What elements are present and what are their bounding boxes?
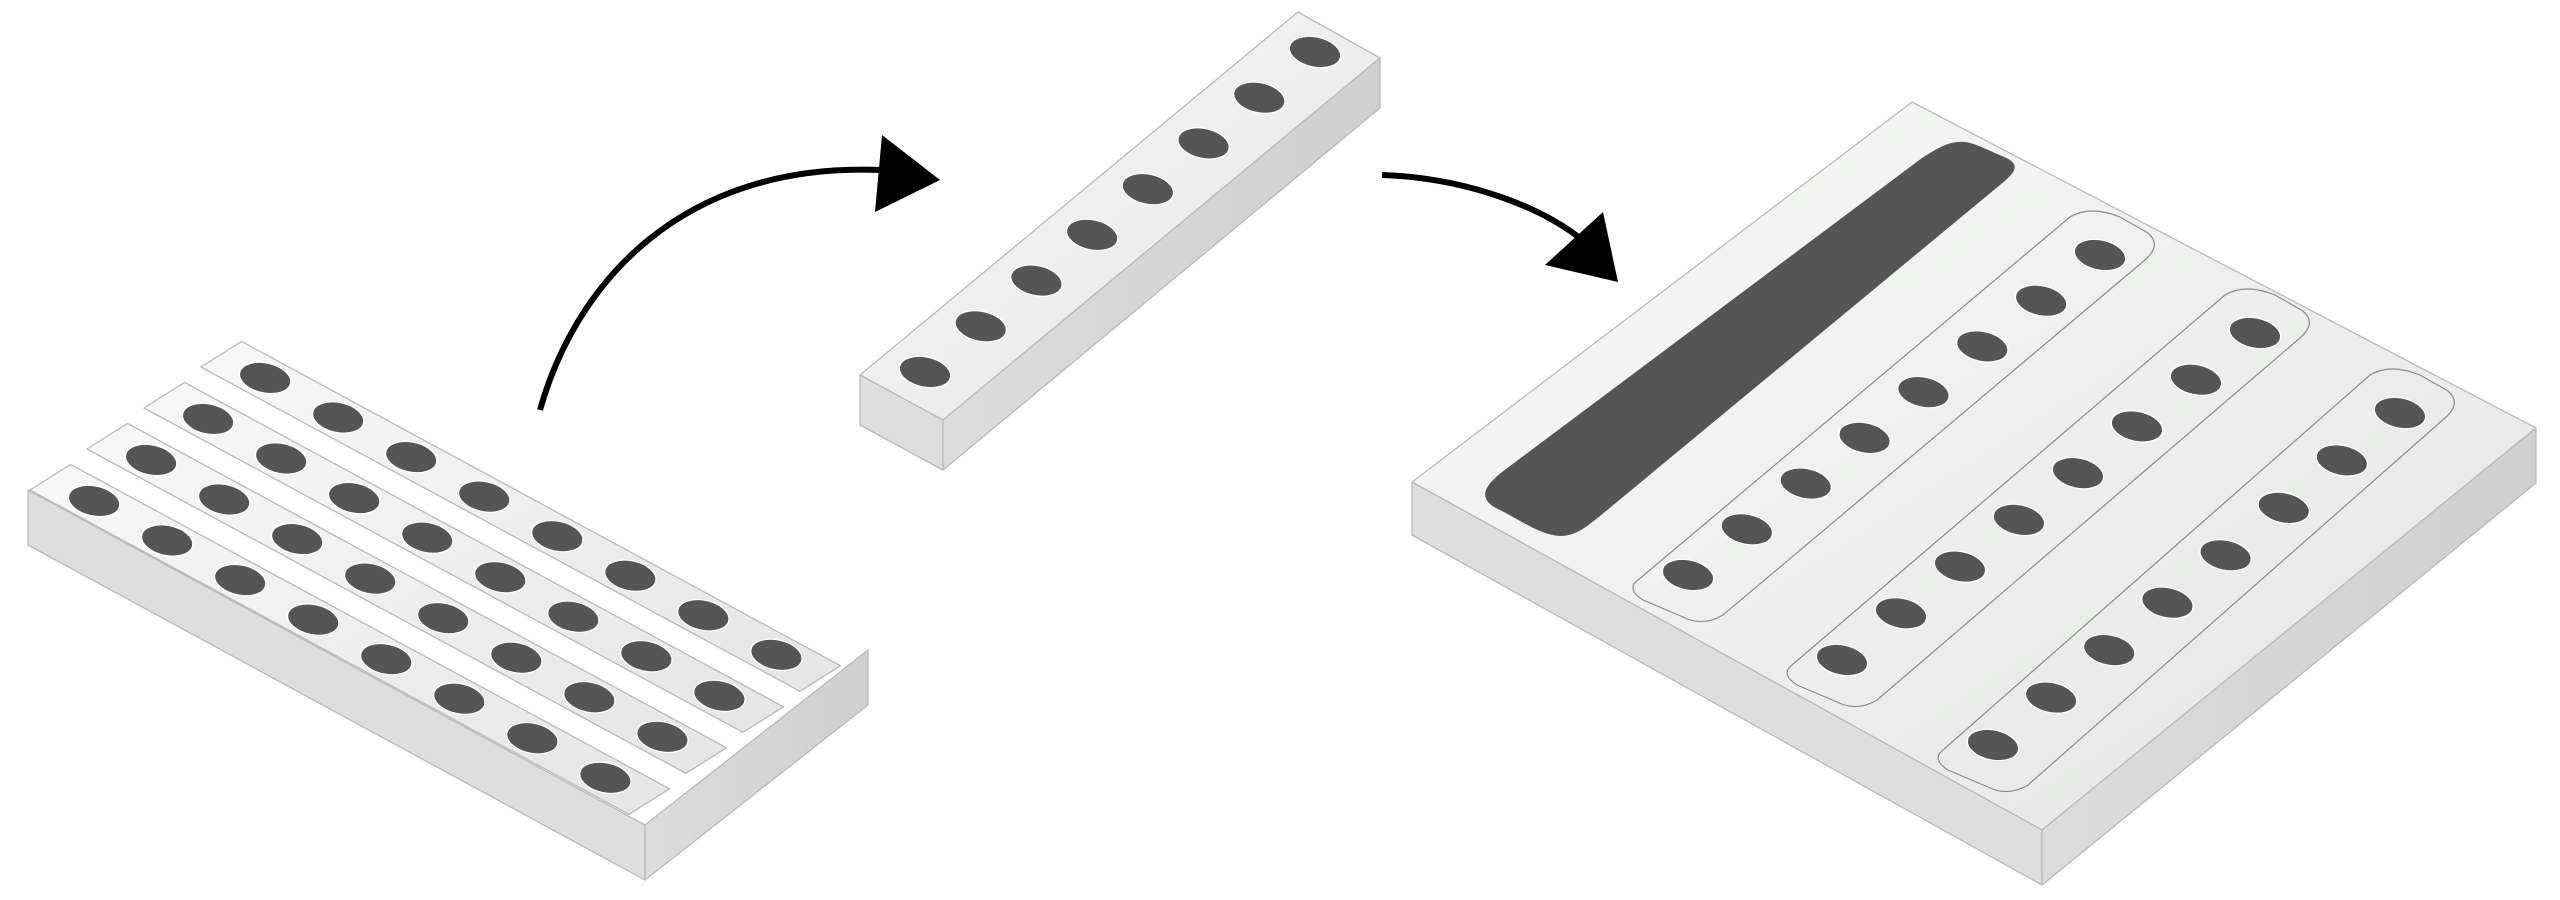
left-strip — [86, 422, 728, 774]
left-plate-strips — [29, 340, 842, 815]
slot-well — [1992, 503, 2046, 537]
reservoir-plate — [1411, 101, 2537, 886]
left-strip-well — [254, 442, 308, 475]
reservoir-plate-slot — [1937, 368, 2455, 793]
slot-well — [1838, 421, 1891, 455]
reservoir-plate-slot — [1632, 210, 2155, 623]
left-strip-well — [547, 600, 600, 633]
left-strip-well — [124, 443, 178, 477]
slot-well — [1897, 375, 1950, 409]
left-strip-well — [270, 522, 324, 556]
left-strip — [29, 463, 671, 815]
left-strip-well — [360, 642, 413, 676]
left-strip-top — [200, 340, 842, 692]
single-strip-well — [1010, 264, 1063, 297]
reservoir-plate-slots — [1632, 210, 2455, 793]
reservoir-trough — [1485, 141, 2015, 536]
arrow-right-head — [1545, 212, 1618, 282]
left-strip-well — [311, 401, 365, 434]
left-strip-well — [490, 641, 543, 674]
slot-well — [2228, 316, 2282, 350]
slot-well — [1933, 550, 1987, 583]
left-strip-well — [327, 481, 381, 515]
slot-well — [2199, 539, 2252, 572]
slot-well — [1720, 513, 1774, 546]
left-plate-right-side — [644, 649, 869, 881]
left-strip-well — [238, 361, 292, 395]
left-strip-top — [86, 422, 728, 774]
left-strip — [200, 340, 842, 692]
slot-well — [1956, 330, 2009, 363]
left-strip-well — [197, 483, 251, 516]
slot-well — [1779, 467, 1832, 500]
left-strip-well — [563, 681, 616, 714]
single-strip-well — [1177, 127, 1230, 160]
left-strip-well — [213, 563, 267, 597]
slot-well — [2257, 491, 2310, 525]
slot-outline — [1632, 210, 2155, 623]
left-strip-well — [604, 559, 657, 592]
slot-well — [2373, 396, 2427, 430]
slot-well — [2073, 238, 2127, 272]
arrow-right-curve — [1381, 172, 1591, 248]
left-strip-well — [474, 560, 527, 594]
left-strip-well — [401, 521, 454, 554]
slot-well — [2051, 456, 2105, 490]
arrow-left-head — [875, 135, 940, 212]
single-strip-well — [1233, 81, 1286, 114]
reservoir-plate-right-side — [2041, 427, 2537, 886]
left-strip-plate — [27, 340, 869, 881]
left-strip-well — [636, 720, 689, 754]
single-strip — [859, 11, 1381, 471]
single-strip-well — [1288, 35, 1342, 69]
slot-well — [1966, 728, 2020, 762]
slot-well — [2169, 363, 2223, 396]
slot-outline — [1786, 288, 2310, 708]
slot-well — [1661, 558, 1715, 592]
slot-well — [1874, 597, 1928, 630]
left-strip-well — [531, 519, 584, 553]
left-strip-well — [433, 682, 486, 715]
slot-well — [2014, 284, 2068, 317]
slot-outline — [1937, 368, 2455, 793]
slot-well — [2315, 444, 2369, 477]
left-strip-well — [287, 603, 340, 636]
left-strip-well — [620, 640, 673, 673]
left-strip — [143, 381, 785, 733]
slot-well — [1815, 643, 1869, 677]
single-strip-well — [898, 355, 952, 389]
left-strip-top — [29, 463, 671, 815]
single-strip-well — [1121, 172, 1175, 206]
slot-well — [2141, 586, 2194, 619]
slot-well — [2110, 410, 2164, 443]
left-strip-well — [693, 679, 746, 713]
arrow-left-curve — [537, 166, 881, 411]
left-strip-well — [344, 562, 397, 595]
left-strip-well — [677, 599, 730, 632]
arrow-strip-to-right-plate — [1381, 172, 1618, 282]
left-strip-well — [579, 761, 632, 795]
left-strip-well — [181, 402, 235, 436]
left-strip-top — [143, 381, 785, 733]
left-strip-well — [384, 440, 438, 474]
left-strip-well — [458, 480, 511, 513]
slot-well — [2024, 681, 2078, 714]
left-strip-well — [417, 601, 470, 635]
left-strip-well — [506, 722, 559, 755]
single-strip-well — [954, 310, 1007, 343]
left-strip-well — [140, 524, 194, 557]
arrow-left-to-strip — [537, 135, 940, 411]
slot-well — [2083, 633, 2136, 667]
reservoir-plate-slot — [1786, 288, 2310, 708]
single-strip-top — [859, 11, 1381, 421]
single-strip-wells — [898, 35, 1342, 389]
single-strip-well — [1065, 218, 1119, 252]
left-strip-well — [67, 484, 121, 518]
left-plate-base — [27, 489, 869, 881]
single-strip-right-side — [942, 57, 1381, 471]
left-strip-well — [750, 638, 803, 672]
